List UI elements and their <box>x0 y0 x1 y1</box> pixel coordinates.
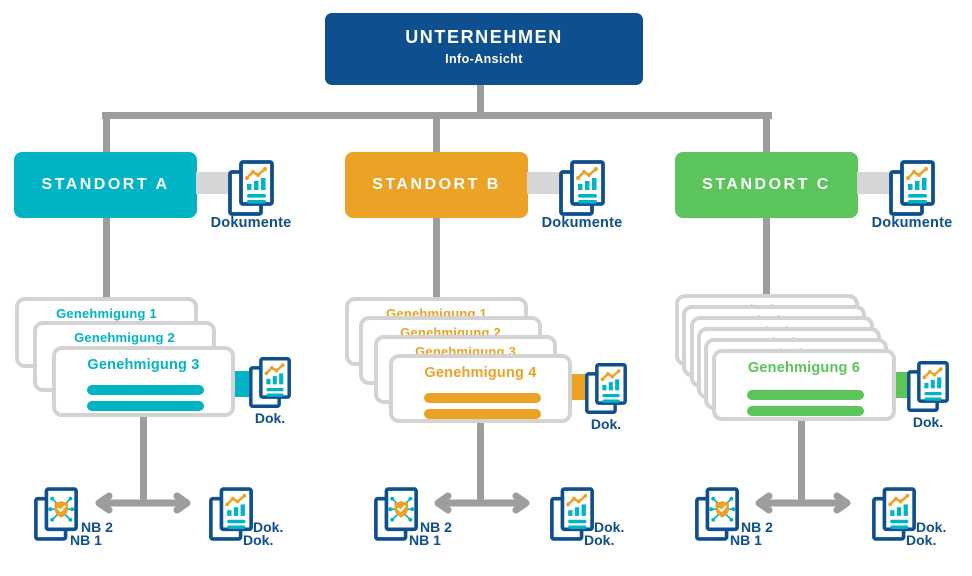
nb1-label-a: NB 1 <box>70 532 102 548</box>
dok2-label-a: Dok. <box>253 519 284 535</box>
connector-stack-b-to-arrow <box>477 421 484 503</box>
dokumente-icon-c <box>888 159 936 217</box>
dok1-label-c: Dok. <box>906 532 937 548</box>
dokumente-connector-c <box>857 172 893 194</box>
permit-dok-connector-b <box>570 374 586 400</box>
dokumente-label-c: Dokumente <box>871 215 953 231</box>
dok-label-c: Dok. <box>912 414 944 430</box>
connector-root-drop <box>477 84 484 117</box>
standort-a-box: STANDORT A <box>14 152 197 218</box>
connector-horizontal-main <box>102 112 772 119</box>
connector-stack-c-to-arrow <box>798 418 805 503</box>
nb2-label-c: NB 2 <box>741 519 773 535</box>
text-line-placeholder <box>87 385 204 395</box>
permit-card-front: Genehmigung 3 <box>52 346 235 417</box>
unternehmen-box: UNTERNEHMEN Info-Ansicht <box>325 13 643 85</box>
permit-title: Genehmigung 4 <box>424 365 537 381</box>
dokumente-label-a: Dokumente <box>210 215 292 231</box>
unternehmen-title: UNTERNEHMEN <box>405 27 563 47</box>
dok1-label-b: Dok. <box>584 532 615 548</box>
dokumente-icon-a <box>227 159 275 217</box>
permit-title: Genehmigung 2 <box>74 330 175 345</box>
connector-stack-a-to-arrow <box>140 414 147 503</box>
dokumente-connector-a <box>196 172 232 194</box>
double-arrow-b <box>427 492 537 514</box>
text-line-placeholder <box>87 401 204 411</box>
double-arrow-c <box>748 492 858 514</box>
permit-title: Genehmigung 1 <box>56 306 157 321</box>
dokumente-connector-b <box>527 172 563 194</box>
permit-card-front: Genehmigung 6 <box>712 349 896 421</box>
connector-drop-site-b <box>433 117 440 154</box>
dok1-label-a: Dok. <box>243 532 274 548</box>
double-arrow-a <box>88 492 198 514</box>
unternehmen-subtitle: Info-Ansicht <box>445 52 523 66</box>
text-line-placeholder <box>747 406 864 416</box>
permit-title: Genehmigung 3 <box>87 357 200 373</box>
nb1-label-c: NB 1 <box>730 532 762 548</box>
connector-site-a-to-stack <box>103 216 110 298</box>
connector-site-b-to-stack <box>433 216 440 298</box>
connector-drop-site-c <box>763 117 770 154</box>
permit-title: Genehmigung 6 <box>747 360 861 376</box>
text-line-placeholder <box>424 393 541 403</box>
dok2-label-b: Dok. <box>594 519 625 535</box>
nb2-label-b: NB 2 <box>420 519 452 535</box>
permit-card-front: Genehmigung 4 <box>389 354 572 423</box>
dok-icon-b <box>584 362 628 415</box>
standort-b-box: STANDORT B <box>345 152 528 218</box>
dok-label-b: Dok. <box>590 416 622 432</box>
nb1-label-b: NB 1 <box>409 532 441 548</box>
text-line-placeholder <box>747 390 864 400</box>
nb2-label-a: NB 2 <box>81 519 113 535</box>
dok-icon-a <box>248 356 292 409</box>
text-line-placeholder <box>424 409 541 419</box>
dokumente-label-b: Dokumente <box>541 215 623 231</box>
standort-c-box: STANDORT C <box>675 152 858 218</box>
permit-dok-connector-c <box>892 372 908 398</box>
dok-icon-c <box>906 360 950 413</box>
dok2-label-c: Dok. <box>916 519 947 535</box>
permit-dok-connector-a <box>233 371 249 397</box>
dokumente-icon-b <box>558 159 606 217</box>
dok-label-a: Dok. <box>254 410 286 426</box>
connector-drop-site-a <box>103 117 110 154</box>
connector-site-c-to-stack <box>763 216 770 296</box>
